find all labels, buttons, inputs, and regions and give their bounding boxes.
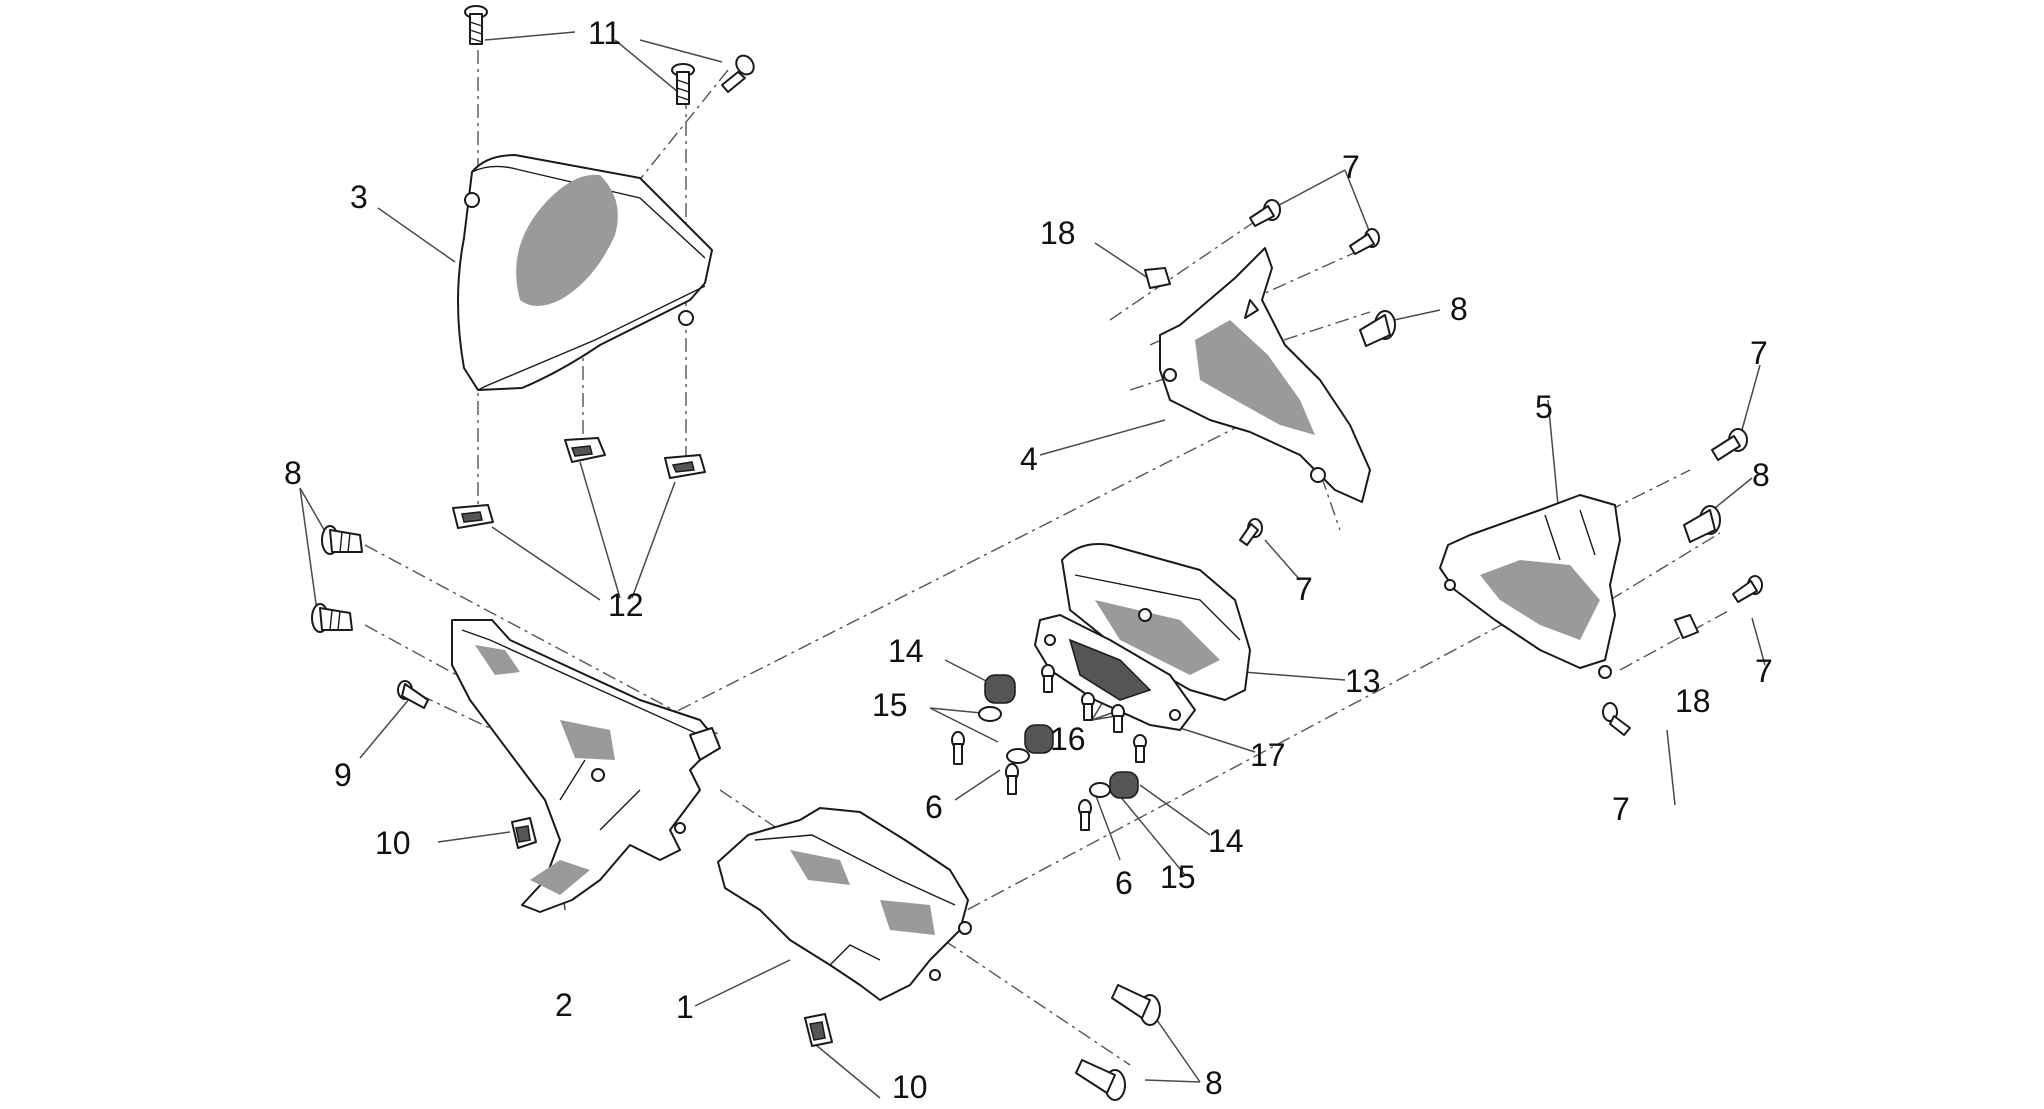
screw-icon	[1081, 692, 1095, 721]
bolt-icon	[321, 525, 363, 555]
left-bracket-part-2	[451, 619, 721, 913]
screw-icon	[1711, 428, 1748, 461]
upper-cover-part-3	[457, 154, 713, 391]
callout-8: 8	[1752, 457, 1770, 493]
screw-icon	[1133, 734, 1147, 763]
callout-17: 17	[1250, 737, 1286, 773]
bolt-icon	[1359, 310, 1396, 347]
callout-7: 7	[1755, 653, 1773, 689]
callout-10: 10	[892, 1069, 928, 1105]
side-panel-part-4	[1159, 247, 1371, 503]
callout-15: 15	[1160, 859, 1196, 895]
callout-6: 6	[1115, 865, 1133, 901]
screw-icon	[1041, 664, 1055, 693]
screw-icon	[1005, 763, 1019, 795]
screw-icon	[1732, 575, 1763, 603]
screws-part-11	[464, 5, 755, 105]
callout-8: 8	[1450, 291, 1468, 327]
screw-icon	[1349, 228, 1380, 255]
bolt-icon	[1683, 505, 1721, 543]
instrument-cluster-part-13	[1061, 543, 1251, 701]
cluster-back-plate-part-17	[1034, 614, 1196, 731]
screws-part-16	[1041, 664, 1147, 763]
callout-14: 14	[1208, 823, 1244, 859]
callout-10: 10	[375, 825, 411, 861]
screw-icon	[1078, 799, 1092, 831]
screw-icon	[464, 5, 488, 45]
callout-4: 4	[1020, 441, 1038, 477]
callout-3: 3	[350, 179, 368, 215]
center-bracket-part-1	[717, 807, 972, 1001]
screws-part-8-right	[1359, 310, 1721, 543]
callout-2: 2	[555, 987, 573, 1023]
side-panel-part-5	[1439, 494, 1621, 679]
callout-11: 11	[588, 15, 621, 51]
callout-12: 12	[608, 587, 644, 623]
bolt-icon	[1075, 1059, 1126, 1101]
inserts-part-18	[1144, 267, 1699, 639]
screws-part-7	[1239, 199, 1763, 736]
screws-part-8-bottom	[1075, 984, 1161, 1101]
callout-labels: 11 3 7 18 8 7 5 8 4 8 7 12 14 13 7 18 15…	[284, 15, 1773, 1105]
callout-14: 14	[888, 633, 924, 669]
grommets-part-14	[984, 674, 1139, 799]
bolt-icon	[311, 603, 353, 633]
screw-icon	[671, 63, 695, 105]
callout-15: 15	[872, 687, 908, 723]
callout-6: 6	[925, 789, 943, 825]
callout-7: 7	[1342, 149, 1360, 185]
callout-7: 7	[1295, 571, 1313, 607]
screw-icon	[1249, 199, 1281, 227]
callout-13: 13	[1345, 663, 1381, 699]
screws-part-8-left	[311, 525, 363, 633]
callout-7: 7	[1612, 791, 1630, 827]
washers-part-15	[978, 706, 1111, 798]
screws-part-6	[951, 731, 1092, 831]
clip-part-10-left	[511, 817, 537, 849]
bolt-icon	[1111, 984, 1161, 1026]
callout-1: 1	[676, 989, 694, 1025]
clips-part-12	[452, 437, 706, 529]
callout-8: 8	[284, 455, 302, 491]
screw-icon	[1602, 702, 1631, 736]
callout-18: 18	[1040, 215, 1076, 251]
callout-5: 5	[1535, 389, 1553, 425]
callout-7: 7	[1750, 335, 1768, 371]
callout-16: 16	[1050, 721, 1086, 757]
callout-9: 9	[334, 757, 352, 793]
screw-icon	[721, 54, 755, 93]
screw-icon	[951, 731, 965, 765]
callout-18: 18	[1675, 683, 1711, 719]
callout-8: 8	[1205, 1065, 1223, 1101]
screw-part-9	[397, 680, 429, 709]
clip-part-10-bottom	[804, 1013, 833, 1047]
screw-icon	[1111, 704, 1125, 733]
screw-icon	[1239, 518, 1263, 546]
